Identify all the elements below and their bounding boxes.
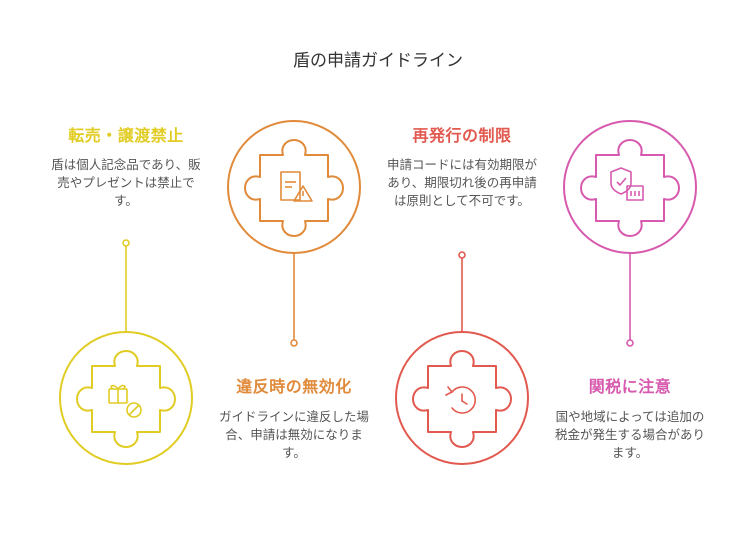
step-2-description: ガイドラインに違反した場合、申請は無効になります。: [218, 409, 369, 460]
connector-dot-3: [458, 251, 466, 259]
step-4-heading: 関税に注意: [588, 377, 672, 396]
puzzle-piece-1: [76, 350, 176, 448]
diagram-title: 盾の申請ガイドライン: [293, 51, 463, 71]
connector-dot-1: [122, 239, 130, 247]
step-3-description: 申請コードには有効期限があり、期限切れ後の再申請は原則として不可です。: [386, 157, 537, 208]
step-1-heading: 転売・譲渡禁止: [68, 126, 184, 145]
step-3-node: [395, 331, 529, 465]
step-1-node: [59, 331, 193, 465]
step-4-description: 国や地域によっては追加の税金が発生する場合があります。: [554, 409, 705, 460]
puzzle-piece-4: [580, 139, 680, 237]
gift-prohibited-icon: [108, 384, 142, 418]
shield-building-icon: [610, 167, 644, 201]
step-4-node: [563, 120, 697, 254]
connector-dot-4: [626, 339, 634, 347]
puzzle-piece-3: [412, 350, 512, 448]
step-3-heading: 再発行の制限: [412, 126, 512, 145]
step-1-description: 盾は個人記念品であり、販売やプレゼントは禁止です。: [51, 157, 201, 208]
connector-dot-2: [290, 339, 298, 347]
document-warning-icon: [280, 171, 313, 202]
step-2-node: [227, 120, 361, 254]
step-2-heading: 違反時の無効化: [236, 377, 352, 396]
puzzle-piece-2: [244, 139, 344, 237]
reissue-limit-icon: [445, 386, 477, 414]
